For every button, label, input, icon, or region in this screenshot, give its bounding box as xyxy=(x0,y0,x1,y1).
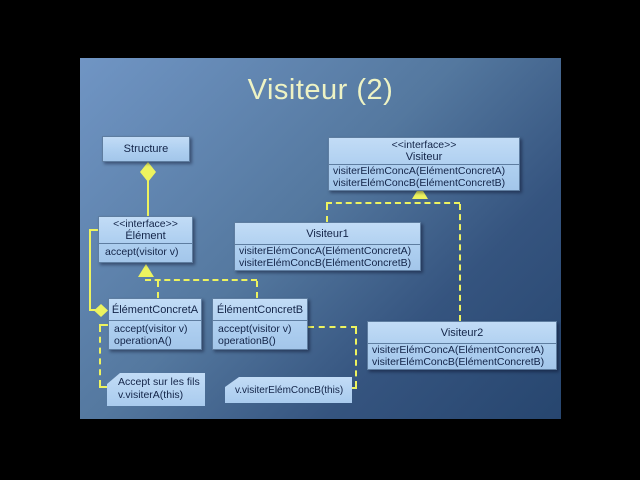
inheritance-triangle-icon xyxy=(138,264,154,277)
method-label: accept(visitor v) xyxy=(105,246,179,258)
slide-background: Visiteur (2) Structure <<interface>> Vis… xyxy=(80,58,561,419)
class-name: Visiteur2 xyxy=(440,326,484,339)
method-label: visiterElémConcA(ElémentConcretA) xyxy=(372,344,545,356)
class-name: Visiteur1 xyxy=(306,227,349,240)
class-name: Élément xyxy=(125,230,166,242)
slide-title: Visiteur (2) xyxy=(247,74,394,106)
connector-inherit-visiteur2-v xyxy=(459,204,461,321)
connector-noteA-v xyxy=(99,326,101,386)
class-box-visiteur2: Visiteur2 visiterElémConcA(ElémentConcre… xyxy=(367,321,557,370)
class-box-visiteur: <<interface>> Visiteur visiterElémConcA(… xyxy=(328,137,520,191)
composition-diamond-icon xyxy=(140,162,156,182)
method-label: visiterElémConcB(ElémentConcretB) xyxy=(372,355,545,368)
connector-inherit-visiteurs-h xyxy=(326,202,460,204)
method-label: operationB() xyxy=(218,335,276,347)
method-label: accept(visitor v) xyxy=(218,323,292,335)
class-name: Visiteur xyxy=(405,151,443,163)
connector-structure-element xyxy=(147,180,149,216)
connector-inherit-elements-h xyxy=(145,279,257,281)
class-name: ÉlémentConcretA xyxy=(111,303,199,316)
note-text: v.visiterA(this) xyxy=(118,389,184,401)
method-label: accept(visitor v) xyxy=(114,323,188,335)
method-label: visiterElémConcA(ElémentConcretA) xyxy=(333,165,506,177)
connector-element-comp-v xyxy=(89,229,91,311)
class-name: ÉlémentConcretB xyxy=(216,303,304,316)
class-box-structure: Structure xyxy=(102,136,190,162)
connector-noteB-h2 xyxy=(351,387,357,389)
connector-element-comp-h1 xyxy=(89,229,99,231)
class-box-element: <<interface>> Élément accept(visitor v) xyxy=(98,216,193,263)
method-label: visiterElémConcB(ElémentConcretB) xyxy=(239,256,412,269)
connector-element-comp-h2 xyxy=(89,309,96,311)
method-label: visiterElémConcA(ElémentConcretA) xyxy=(239,245,412,257)
class-name: Structure xyxy=(123,143,169,155)
connector-noteB-v xyxy=(355,328,357,387)
class-box-element-concret-a: ÉlémentConcretA accept(visitor v) operat… xyxy=(108,298,202,350)
method-label: operationA() xyxy=(114,335,172,347)
stereotype-label: <<interface>> xyxy=(391,139,457,151)
connector-noteA-h2 xyxy=(99,386,107,388)
note-text: v.visiterElémConcB(this) xyxy=(235,385,344,396)
method-label: visiterElémConcB(ElémentConcretB) xyxy=(333,176,506,189)
note-text: Accept sur les fils xyxy=(118,376,200,388)
class-box-element-concret-b: ÉlémentConcretB accept(visitor v) operat… xyxy=(212,298,308,350)
connector-noteA-h1 xyxy=(99,324,108,326)
stereotype-label: <<interface>> xyxy=(113,218,178,230)
note-accept-sur-les-fils: Accept sur les fils v.visiterA(this) xyxy=(107,373,205,406)
class-box-visiteur1: Visiteur1 visiterElémConcA(ElémentConcre… xyxy=(234,222,421,271)
composition-diamond-icon xyxy=(94,304,108,317)
connector-noteB-h1 xyxy=(308,326,357,328)
connector-inherit-elemB-v xyxy=(256,281,258,298)
note-visiter-concb: v.visiterElémConcB(this) xyxy=(225,377,352,403)
connector-inherit-visiteur1-v xyxy=(326,204,328,222)
connector-inherit-elemA-v xyxy=(157,281,159,298)
